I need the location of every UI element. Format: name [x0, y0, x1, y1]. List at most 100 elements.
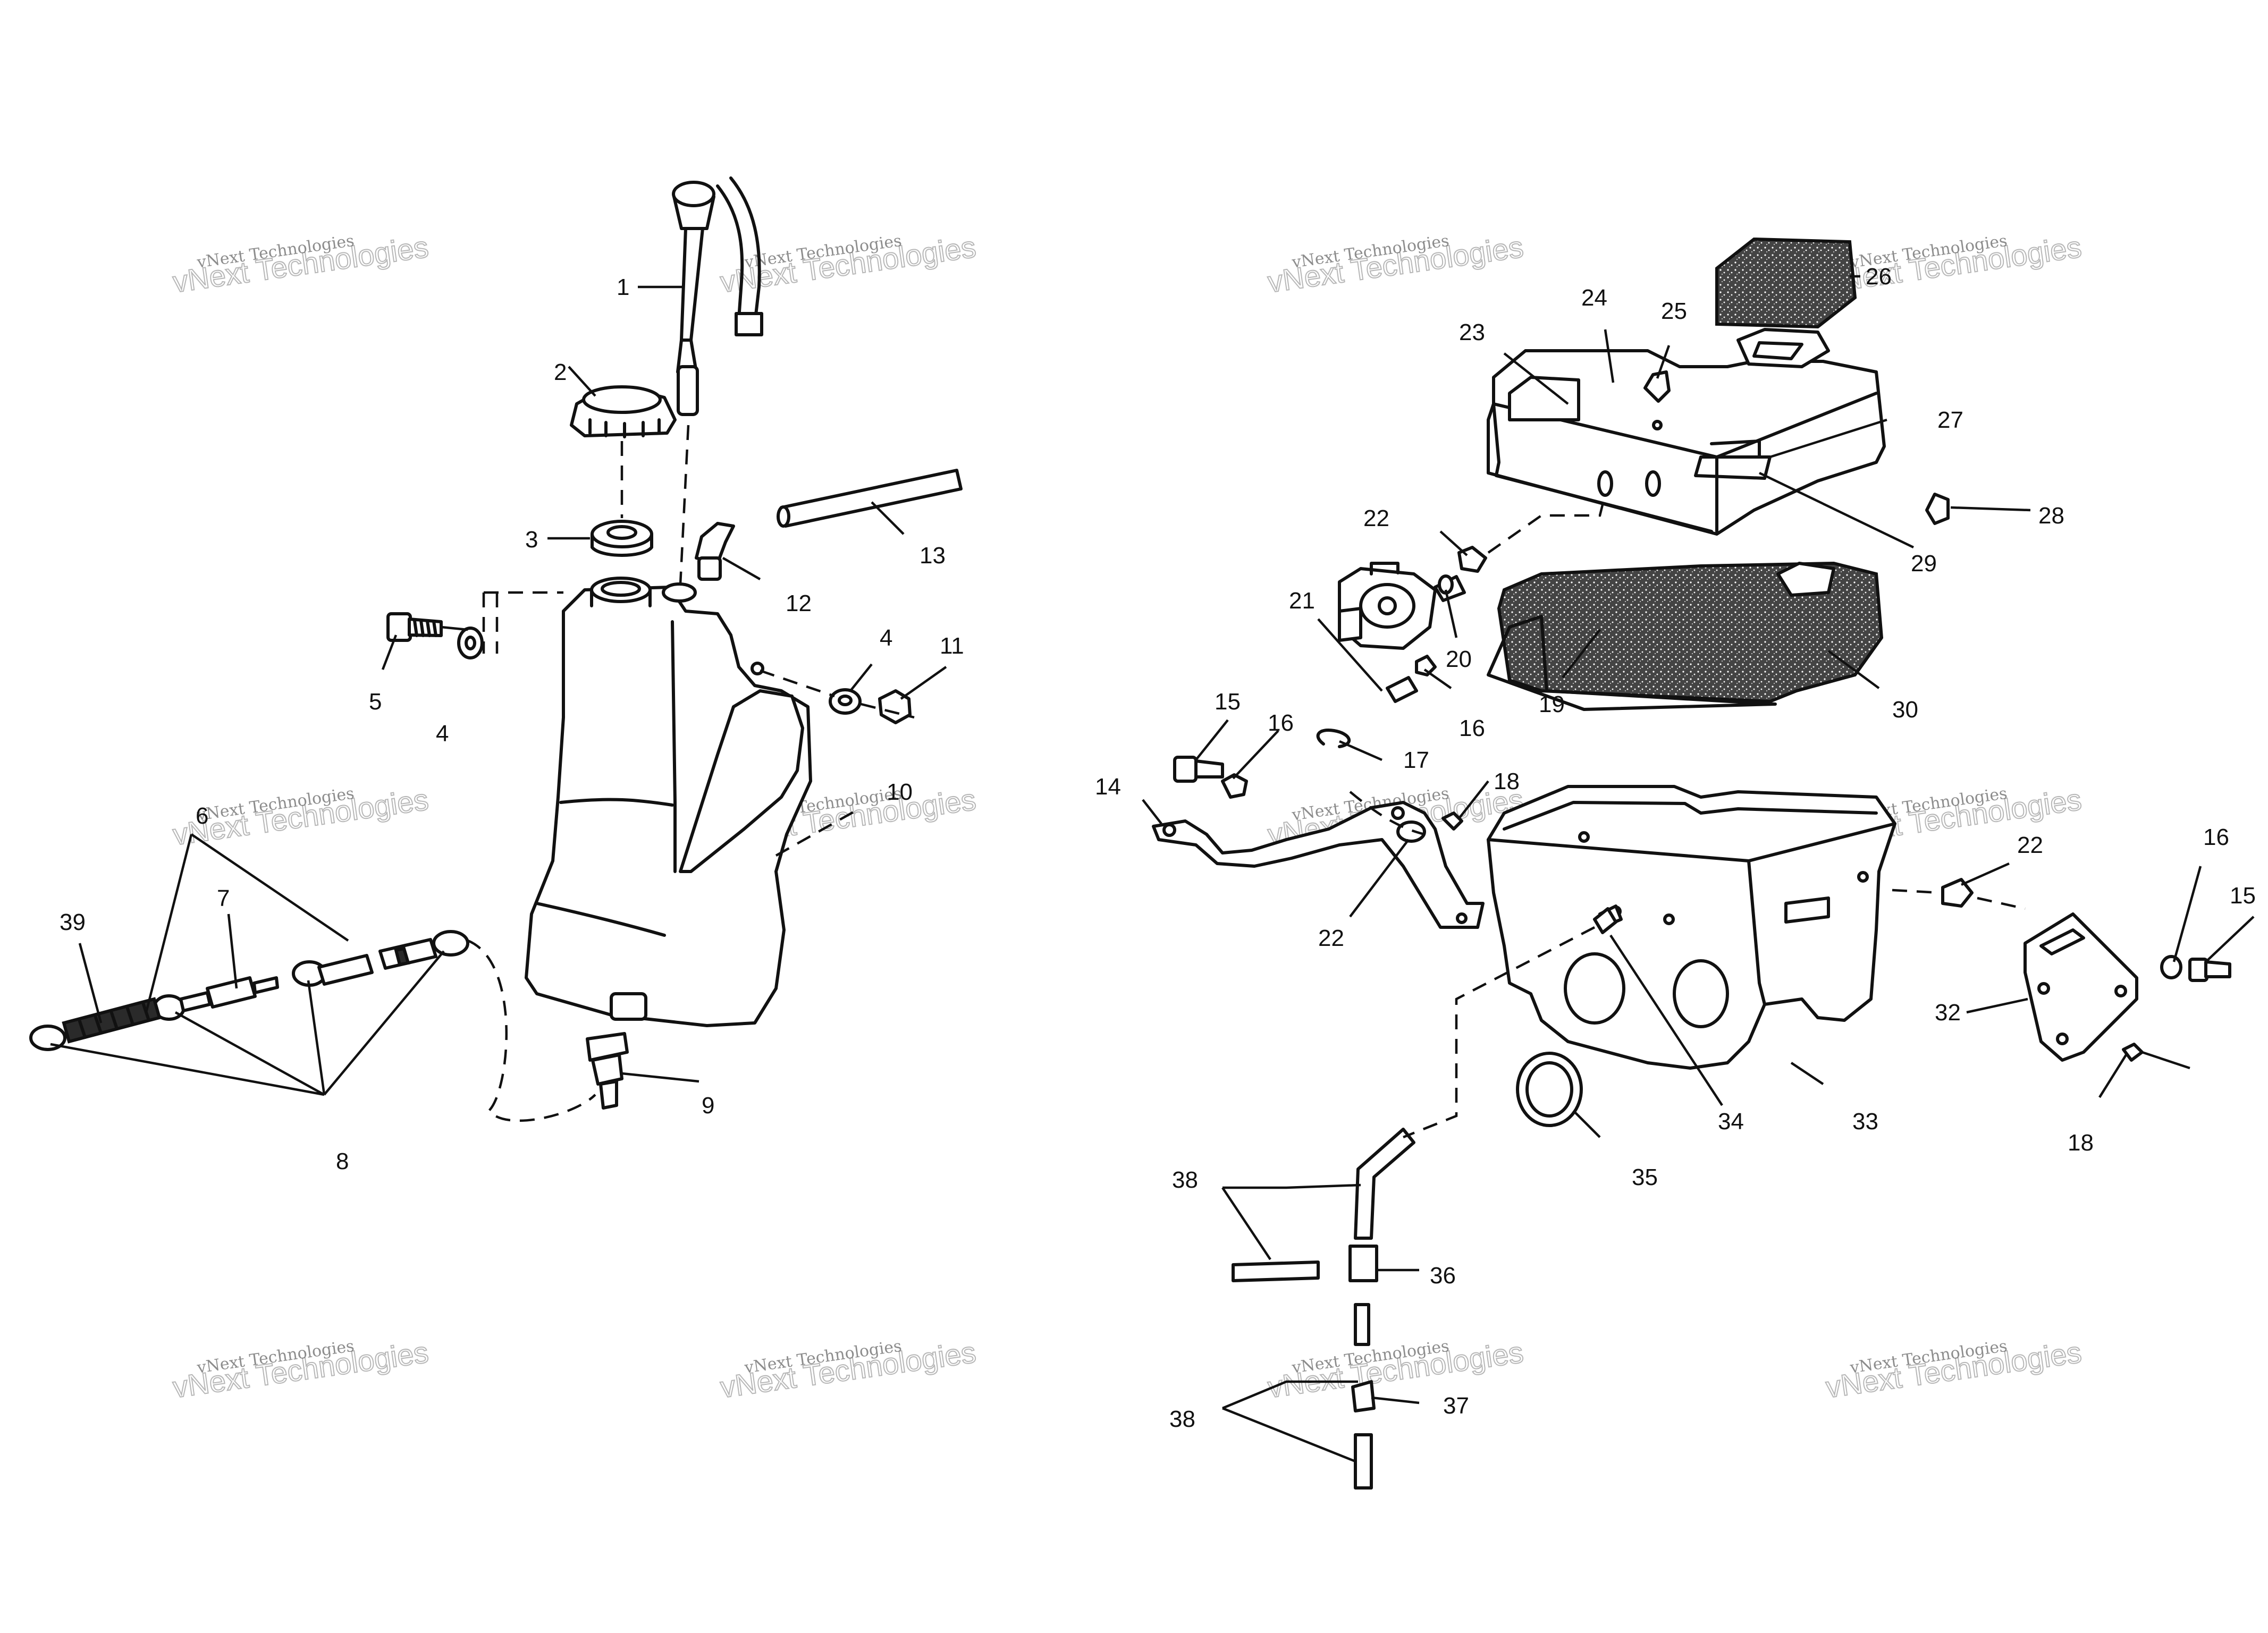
callout-4: 4	[880, 625, 892, 651]
callout-23: 23	[1459, 319, 1485, 345]
callout-2: 2	[554, 359, 567, 385]
callout-3: 3	[525, 527, 538, 553]
callout-38: 38	[1169, 1406, 1195, 1432]
watermark: vNext Technologies vNext Technologies	[170, 229, 431, 299]
callout-32: 32	[1935, 1000, 1961, 1026]
callout-18: 18	[2068, 1130, 2094, 1156]
watermark: vNext Technologies vNext Technologies	[718, 1334, 979, 1404]
callout-8: 8	[336, 1148, 349, 1174]
callout-10: 10	[887, 779, 913, 805]
watermark: vNext Technologies vNext Technologies	[170, 782, 431, 852]
grommet	[1941, 878, 1974, 908]
washer-hole	[838, 695, 853, 706]
callout-24: 24	[1581, 285, 1607, 311]
callout-27: 27	[1937, 407, 1963, 433]
callout-15: 15	[1215, 689, 1241, 715]
dipstick	[672, 176, 763, 416]
callout-29: 29	[1911, 551, 1937, 577]
valve-assembly	[1338, 562, 1466, 703]
callout-39: 39	[60, 909, 86, 935]
callout-37: 37	[1443, 1393, 1469, 1419]
spring-clip	[1316, 729, 1351, 748]
clip	[1643, 370, 1671, 430]
gasket	[591, 520, 653, 557]
washer	[829, 688, 862, 715]
callout-19: 19	[1539, 691, 1565, 717]
callout-12: 12	[786, 590, 812, 616]
assembly-line	[467, 939, 596, 1122]
left-assembly: 1 2 3 4 5 4 11 12 13 10 9 6 7 39 8	[29, 176, 964, 1174]
oil-line-assembly	[29, 930, 469, 1051]
callout-36: 36	[1430, 1263, 1456, 1289]
callouts-left: 1 2 3 4 5 4 11 12 13 10 9 6 7 39 8	[60, 274, 964, 1174]
callout-17: 17	[1403, 747, 1429, 773]
washer-hole	[465, 636, 476, 650]
callout-33: 33	[1852, 1109, 1878, 1135]
callout-4: 4	[436, 721, 449, 747]
callout-34: 34	[1718, 1109, 1744, 1135]
assembly-line	[482, 591, 563, 654]
assembly-line	[1403, 926, 1596, 1139]
callout-6: 6	[196, 803, 208, 829]
vent-lines	[1232, 1128, 1415, 1490]
callout-1: 1	[617, 274, 629, 300]
drain-fitting	[586, 1032, 629, 1110]
callout-22: 22	[1318, 925, 1344, 951]
oil-tank	[525, 577, 812, 1027]
callout-18: 18	[1494, 768, 1520, 794]
lock-washer	[1221, 773, 1248, 799]
assembly-line	[679, 425, 690, 585]
assembly-line	[775, 807, 862, 857]
elbow-fitting	[695, 522, 735, 581]
lock-washer	[2160, 955, 2182, 979]
screw	[2122, 1043, 2144, 1062]
assembly-line	[1487, 494, 1607, 554]
callout-16: 16	[1459, 715, 1485, 741]
assembly-line	[1892, 889, 2026, 910]
airbox-lid	[1487, 328, 1886, 536]
callout-16: 16	[1268, 710, 1294, 736]
small-clip	[1925, 493, 1950, 525]
callout-11: 11	[940, 633, 964, 659]
callout-28: 28	[2038, 503, 2064, 529]
watermark: vNext Technologies vNext Technologies	[1823, 229, 2084, 299]
callout-7: 7	[217, 885, 230, 911]
airbox-base	[1487, 785, 1896, 1070]
screw	[1441, 811, 1463, 831]
nipple-fitting	[1593, 907, 1617, 934]
intake-ring	[1516, 1052, 1583, 1127]
screw-shaft	[2141, 1051, 2190, 1070]
callout-30: 30	[1892, 697, 1918, 723]
right-assembly: 23 24 25 26 27 28 29 22 21 20 16 19 30 1…	[1095, 237, 2256, 1490]
vent-hose	[777, 469, 963, 528]
assembly-line	[1349, 791, 1425, 836]
bolt	[2188, 958, 2231, 982]
leader-lines-right	[1142, 275, 2255, 1463]
callout-22: 22	[2017, 832, 2043, 858]
callout-9: 9	[702, 1093, 714, 1119]
callout-15: 15	[2230, 883, 2256, 909]
watermark: vNext Technologies vNext Technologies	[1823, 1334, 2084, 1404]
callout-14: 14	[1095, 774, 1121, 800]
washer	[457, 627, 484, 659]
lock-washer	[1415, 655, 1437, 676]
leader-lines	[50, 285, 947, 1096]
callout-21: 21	[1289, 588, 1315, 614]
grommet	[1396, 820, 1426, 843]
callout-22: 22	[1363, 505, 1389, 531]
callouts-right: 23 24 25 26 27 28 29 22 21 20 16 19 30 1…	[1095, 264, 2256, 1432]
callout-5: 5	[369, 689, 382, 715]
callout-26: 26	[1866, 264, 1892, 290]
callout-16: 16	[2203, 824, 2229, 850]
watermark: vNext Technologies vNext Technologies	[1265, 1334, 1526, 1404]
foam-filter	[1497, 561, 1884, 704]
callout-13: 13	[920, 543, 946, 569]
filter-plate	[1487, 615, 1777, 711]
foam-block	[1715, 237, 1857, 329]
watermark: vNext Technologies vNext Technologies	[170, 1334, 431, 1404]
bolt	[1173, 756, 1224, 783]
assembly-line	[760, 669, 915, 719]
callout-20: 20	[1446, 646, 1472, 672]
callout-25: 25	[1661, 298, 1687, 324]
